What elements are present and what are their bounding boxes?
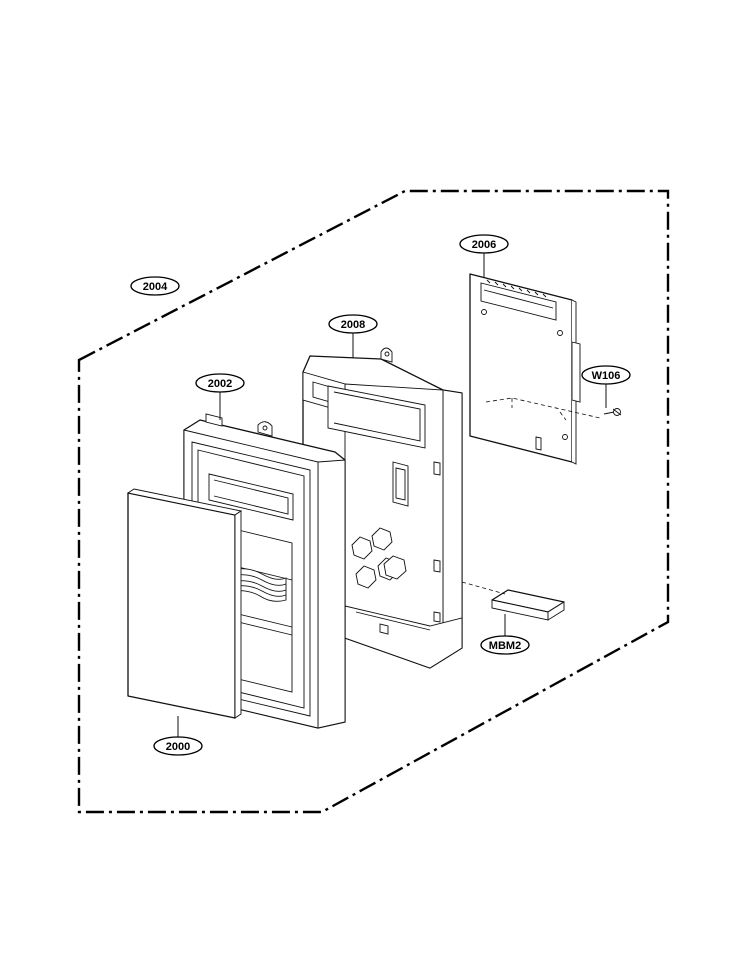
part-w106-screw xyxy=(603,408,622,416)
callout-2002-label: 2002 xyxy=(208,378,232,390)
callout-2000-label: 2000 xyxy=(166,741,190,753)
part-2006-pcb xyxy=(469,273,601,465)
callout-mbm2: MBM2 xyxy=(480,635,530,655)
callout-mbm2-label: MBM2 xyxy=(489,640,521,652)
callout-2002: 2002 xyxy=(195,373,245,393)
callout-2000: 2000 xyxy=(153,736,203,756)
callout-w106: W106 xyxy=(581,365,631,385)
callout-2004-label: 2004 xyxy=(143,281,168,293)
callout-2008: 2008 xyxy=(328,314,378,334)
callout-2008-label: 2008 xyxy=(341,319,365,331)
assembly-boundary xyxy=(77,189,670,814)
callout-2006: 2006 xyxy=(459,234,509,254)
callout-2006-label: 2006 xyxy=(472,239,496,251)
part-mbm2-module xyxy=(461,581,565,621)
part-2000-membrane xyxy=(126,488,243,719)
callout-2004: 2004 xyxy=(130,276,180,296)
callout-w106-label: W106 xyxy=(592,370,621,382)
